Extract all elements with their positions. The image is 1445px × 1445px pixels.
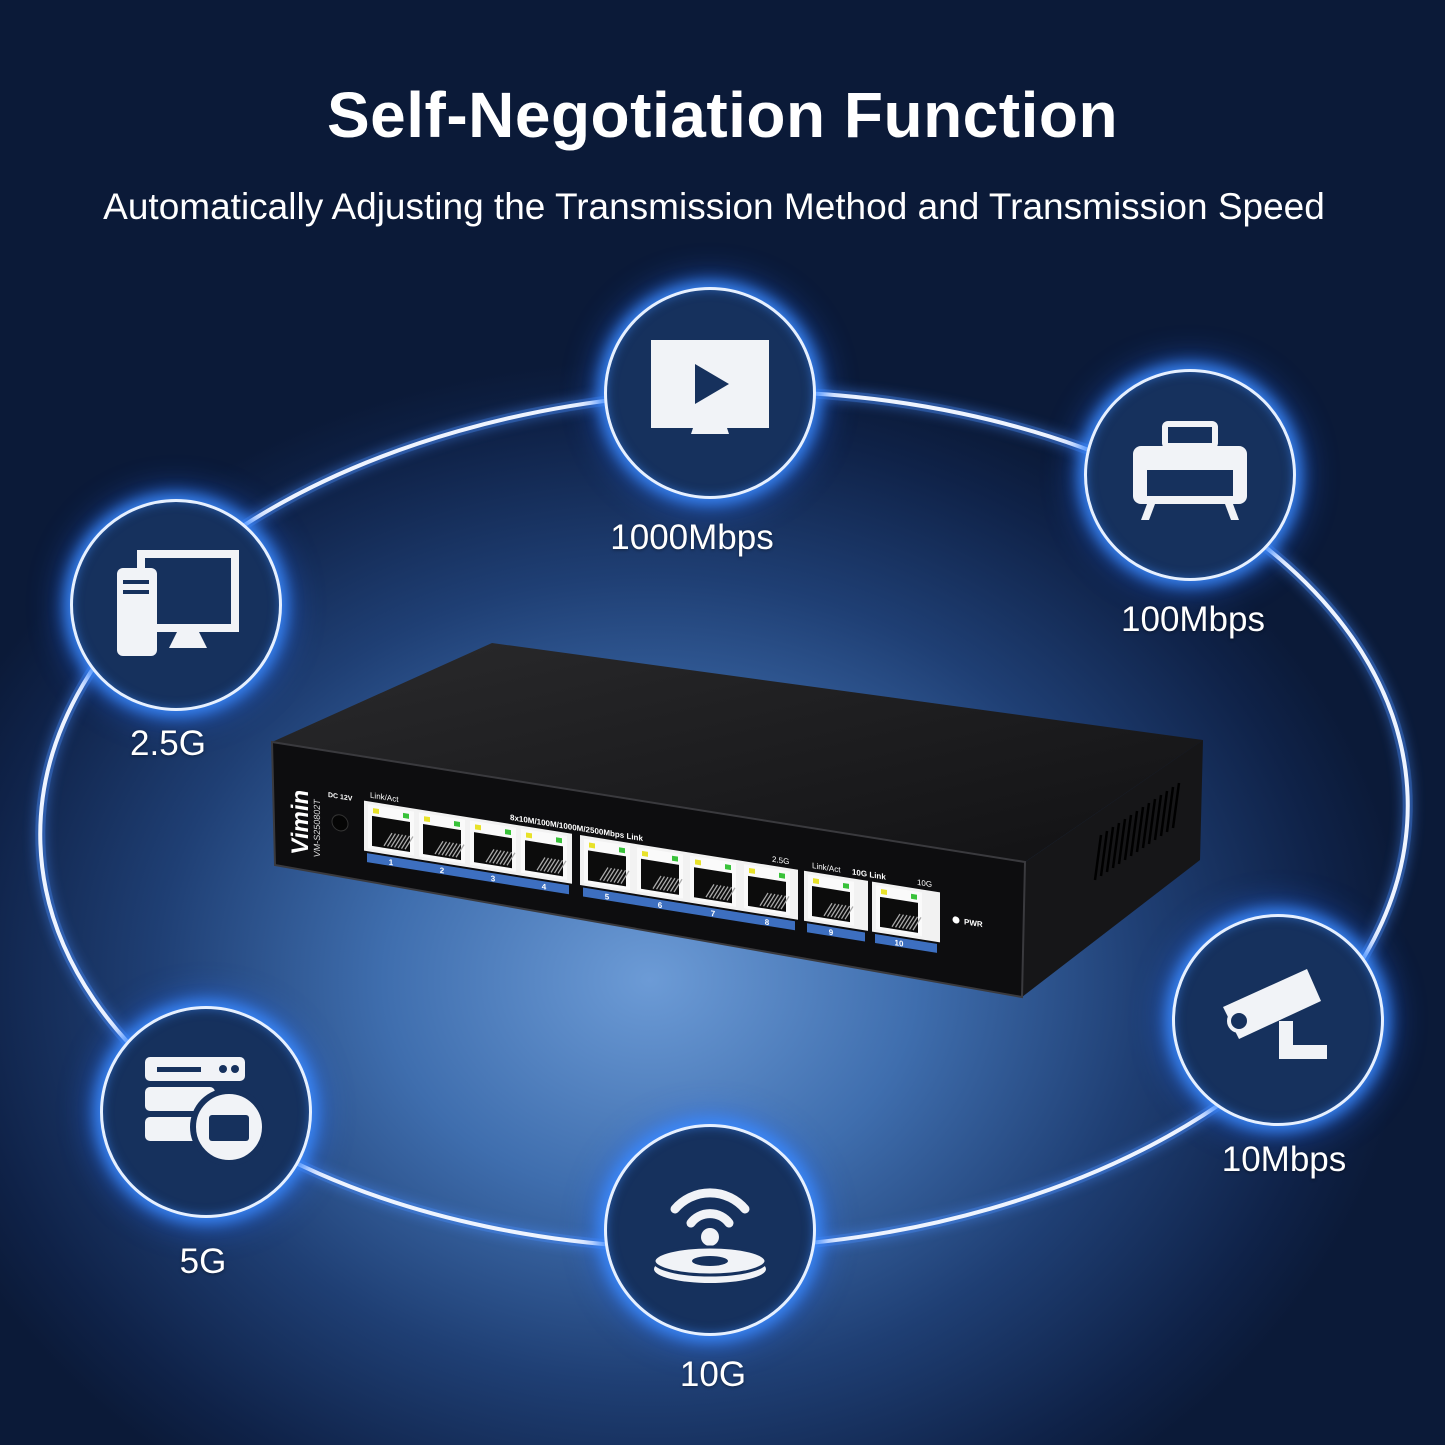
activity-led <box>779 872 785 879</box>
port-number: 10 <box>895 938 904 948</box>
side-vents <box>1093 782 1181 881</box>
link-led <box>424 816 430 823</box>
port-number-strip <box>367 853 569 895</box>
ethernet-port-8[interactable] <box>744 864 790 916</box>
port-number: 1 <box>389 858 394 868</box>
node-label-100mbps: 100Mbps <box>1121 600 1265 639</box>
ethernet-port-6[interactable] <box>637 847 683 899</box>
vent-slot <box>1129 810 1139 857</box>
activity-led <box>403 812 409 819</box>
ethernet-port-1[interactable] <box>368 804 414 856</box>
vent-slot <box>1123 814 1133 861</box>
vent-slot <box>1111 822 1121 869</box>
activity-led <box>725 864 731 871</box>
ethernet-port-7[interactable] <box>690 855 736 907</box>
server-folder-icon <box>145 1057 268 1166</box>
activity-led <box>843 882 849 889</box>
ethernet-port-9[interactable] <box>808 874 854 926</box>
node-label-5g: 5G <box>179 1242 227 1281</box>
vent-slot <box>1135 806 1145 853</box>
ethernet-port-2[interactable] <box>419 812 465 864</box>
node-5g <box>100 1006 312 1218</box>
node-label-1000mbps: 1000Mbps <box>610 518 774 557</box>
node-label-10g: 10G <box>679 1355 747 1394</box>
link-led <box>475 824 481 831</box>
port-number: 4 <box>542 882 547 892</box>
vent-slot <box>1141 802 1151 849</box>
vent-slot <box>1147 798 1157 845</box>
vent-slot <box>1171 782 1181 829</box>
page-subtitle: Automatically Adjusting the Transmission… <box>103 186 1325 227</box>
link-led <box>695 859 701 866</box>
page-title: Self-Negotiation Function <box>326 79 1119 151</box>
led-2-5g-label: 2.5G <box>772 855 789 867</box>
port-number-strip <box>875 934 937 953</box>
activity-led <box>454 820 460 827</box>
port-number: 8 <box>765 918 770 928</box>
link-led <box>526 832 532 839</box>
port-number: 3 <box>491 874 496 884</box>
port-frame <box>364 800 572 884</box>
port-number-strip <box>807 923 865 942</box>
model-number: VM-S250802T <box>312 798 322 858</box>
activity-led <box>911 893 917 900</box>
ethernet-port-3[interactable] <box>470 820 516 872</box>
vent-slot <box>1159 790 1169 837</box>
activity-led <box>619 847 625 854</box>
port-number: 6 <box>658 900 663 910</box>
link-led <box>642 850 648 857</box>
node-10mbps <box>1172 914 1384 1126</box>
vent-slot <box>1099 830 1109 877</box>
vent-slot <box>1093 834 1103 881</box>
security-camera-icon <box>1223 969 1327 1059</box>
vent-slot <box>1117 818 1127 865</box>
switch-side <box>1022 740 1203 997</box>
node-2-5g <box>70 499 282 711</box>
power-input-label: DC 12V <box>328 792 353 803</box>
node-10g <box>604 1124 816 1336</box>
activity-led <box>556 837 562 844</box>
vent-slot <box>1165 786 1175 833</box>
brand-logo: Vimin <box>287 788 314 857</box>
port-number-strip <box>583 887 795 931</box>
port-number: 5 <box>605 892 610 902</box>
desktop-computer-icon <box>117 550 239 656</box>
link-led <box>749 867 755 874</box>
link-led <box>813 878 819 885</box>
node-1000mbps <box>604 287 816 499</box>
port-number: 9 <box>829 928 834 938</box>
vent-slot <box>1153 794 1163 841</box>
vent-slot <box>1105 826 1115 873</box>
link-led <box>373 808 379 815</box>
network-switch: Vimin VM-S250802T DC 12V Link/Act 8x10M/… <box>270 643 1203 999</box>
pwr-label: PWR <box>964 917 983 929</box>
ethernet-port-10[interactable] <box>876 885 922 937</box>
ethernet-port-4[interactable] <box>521 828 567 880</box>
link-led <box>589 842 595 849</box>
switch-top <box>272 643 1203 862</box>
node-label-10mbps: 10Mbps <box>1221 1140 1347 1179</box>
node-100mbps <box>1084 369 1296 581</box>
led-10g-label: 10G <box>917 878 932 889</box>
port-number: 2 <box>440 866 445 876</box>
activity-led <box>672 855 678 862</box>
port-number: 7 <box>711 909 716 919</box>
link-led <box>881 889 887 895</box>
ethernet-port-5[interactable] <box>584 838 630 891</box>
node-label-2-5g: 2.5G <box>130 724 206 763</box>
wireless-access-point-icon <box>652 1188 768 1283</box>
printer-icon <box>1133 421 1247 520</box>
pwr-led <box>952 916 960 924</box>
power-jack[interactable] <box>331 814 349 833</box>
activity-led <box>505 829 511 836</box>
monitor-play-icon <box>651 340 769 434</box>
port-frame <box>580 835 798 920</box>
